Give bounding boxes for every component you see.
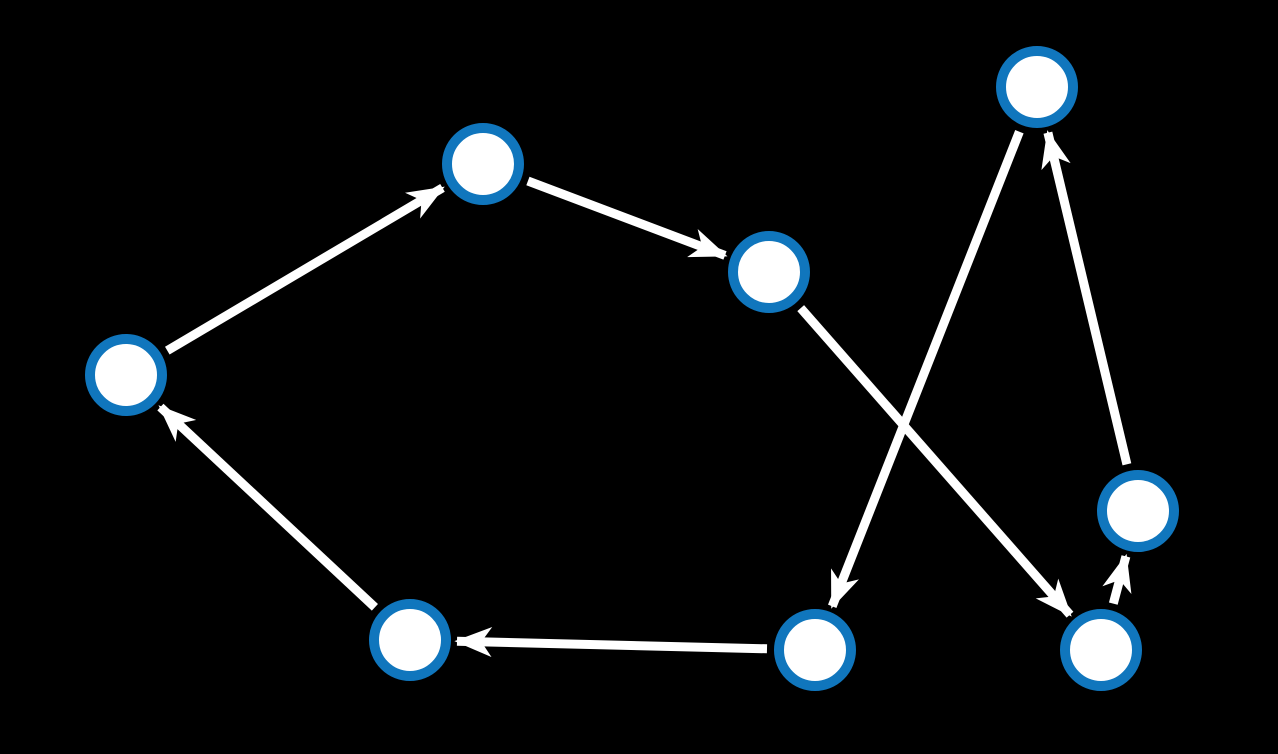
edge-n4-to-n2 xyxy=(165,184,445,355)
edge-n1-to-n7 xyxy=(828,130,1024,609)
edge-n3-to-n8 xyxy=(797,305,1074,618)
graph-node-n6 xyxy=(369,599,451,681)
edge-n8-to-n5 xyxy=(1102,553,1132,605)
graph-node-n7 xyxy=(774,609,856,691)
edge-n7-to-n6 xyxy=(454,627,768,658)
graph-node-n8 xyxy=(1060,609,1142,691)
graph-node-n4 xyxy=(85,334,167,416)
graph-node-n5 xyxy=(1097,470,1179,552)
graph-node-n2 xyxy=(442,123,524,205)
edge-n2-to-n3 xyxy=(526,176,728,260)
edge-n6-to-n4 xyxy=(157,403,378,611)
graph-node-n1 xyxy=(996,46,1078,128)
edge-n5-to-n1 xyxy=(1041,130,1132,466)
graph-node-n3 xyxy=(728,231,810,313)
